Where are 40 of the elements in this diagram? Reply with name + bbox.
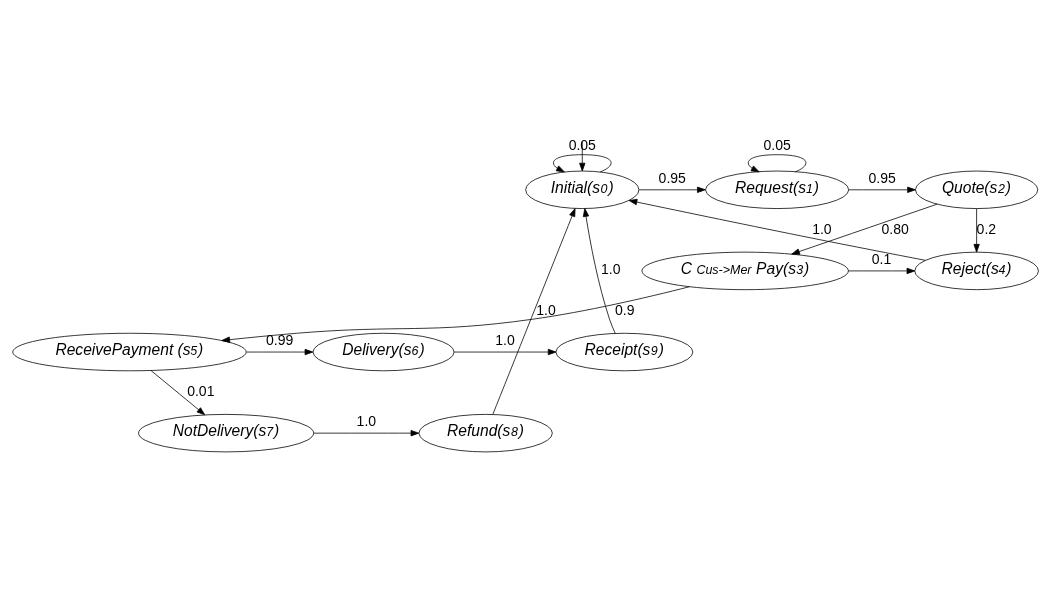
arrow [848, 267, 916, 275]
edge-label: 1.0 [600, 261, 621, 278]
edge-label: 0.2 [976, 220, 997, 237]
arrow [747, 154, 807, 173]
arrow [638, 186, 706, 193]
edge-label: 1.0 [495, 332, 515, 349]
edge-label: 0.95 [868, 170, 896, 187]
edge-label: 0.95 [658, 170, 686, 187]
arrow [791, 203, 938, 255]
arrow [313, 430, 420, 437]
arrow [973, 208, 980, 253]
edge-label: 0.05 [568, 137, 596, 154]
node-ellipse: NotDelivery(s7) [138, 414, 315, 453]
arrow [628, 199, 926, 261]
node-ellipse: Receipt(s9) [555, 332, 694, 372]
node-ellipse: Refund(s8) [418, 414, 553, 453]
arrow [579, 141, 586, 172]
arrow [453, 348, 557, 356]
node-ellipse: Request(s1) [705, 170, 850, 209]
edge-label: 1.0 [536, 301, 556, 318]
arrow [848, 186, 916, 193]
arrow [492, 208, 576, 415]
arrow [150, 370, 206, 416]
node-ellipse: C Cus->Mer Pay(s3) [641, 251, 849, 291]
node-ellipse: Quote(s2) [915, 170, 1039, 209]
edge-label: 0.01 [187, 383, 215, 400]
arrow [221, 286, 690, 343]
node-ellipse: Reject(s4) [914, 251, 1039, 291]
edge-label: 0.80 [881, 220, 909, 237]
edge-label: 0.05 [763, 137, 791, 154]
edge-label: 0.9 [615, 301, 635, 318]
edge-label: 0.99 [266, 332, 294, 349]
node-ellipse: ReceivePayment (s5) [12, 332, 247, 372]
edge-label: 0.1 [871, 251, 892, 268]
arrow [553, 154, 612, 173]
edge-label: 1.0 [812, 220, 832, 237]
arrow [582, 208, 616, 334]
edge-label: 1.0 [356, 413, 377, 430]
arrow [246, 348, 314, 356]
node-ellipse: Delivery(s6) [312, 332, 455, 372]
